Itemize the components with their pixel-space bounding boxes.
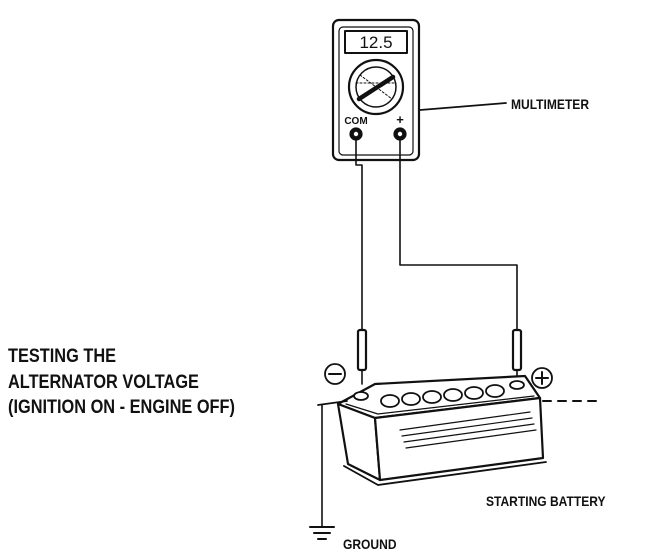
negative-terminal bbox=[353, 391, 369, 401]
multimeter-callout-line bbox=[419, 102, 507, 111]
multimeter-case bbox=[331, 18, 421, 162]
com-probe bbox=[356, 328, 368, 385]
caption-line-2: ALTERNATOR VOLTAGE bbox=[8, 372, 199, 393]
caption-line-1: TESTING THE bbox=[8, 346, 117, 367]
plus-jack-label: + bbox=[396, 112, 404, 127]
com-jack-label: COM bbox=[344, 116, 367, 127]
multimeter-bezel bbox=[338, 26, 414, 156]
starting-battery bbox=[336, 374, 547, 486]
negative-terminal-symbol bbox=[324, 363, 346, 385]
multimeter bbox=[331, 18, 421, 162]
multimeter-display bbox=[344, 30, 408, 54]
multimeter-label: MULTIMETER bbox=[511, 96, 590, 112]
starting-battery-label: STARTING BATTERY bbox=[486, 493, 606, 509]
multimeter-display-value: 12.5 bbox=[359, 33, 392, 52]
positive-terminal-symbol bbox=[531, 367, 553, 389]
ground-label: GROUND bbox=[343, 536, 397, 552]
ground-symbol-icon bbox=[309, 526, 335, 540]
plus-lead-wire bbox=[399, 139, 518, 331]
com-lead-wire bbox=[355, 139, 363, 331]
caption-line-3: (IGNITION ON - ENGINE OFF) bbox=[8, 397, 235, 418]
positive-terminal bbox=[509, 380, 525, 390]
cell-caps bbox=[380, 384, 505, 408]
caption-callout-line bbox=[317, 400, 348, 406]
multimeter-dial bbox=[347, 58, 405, 116]
